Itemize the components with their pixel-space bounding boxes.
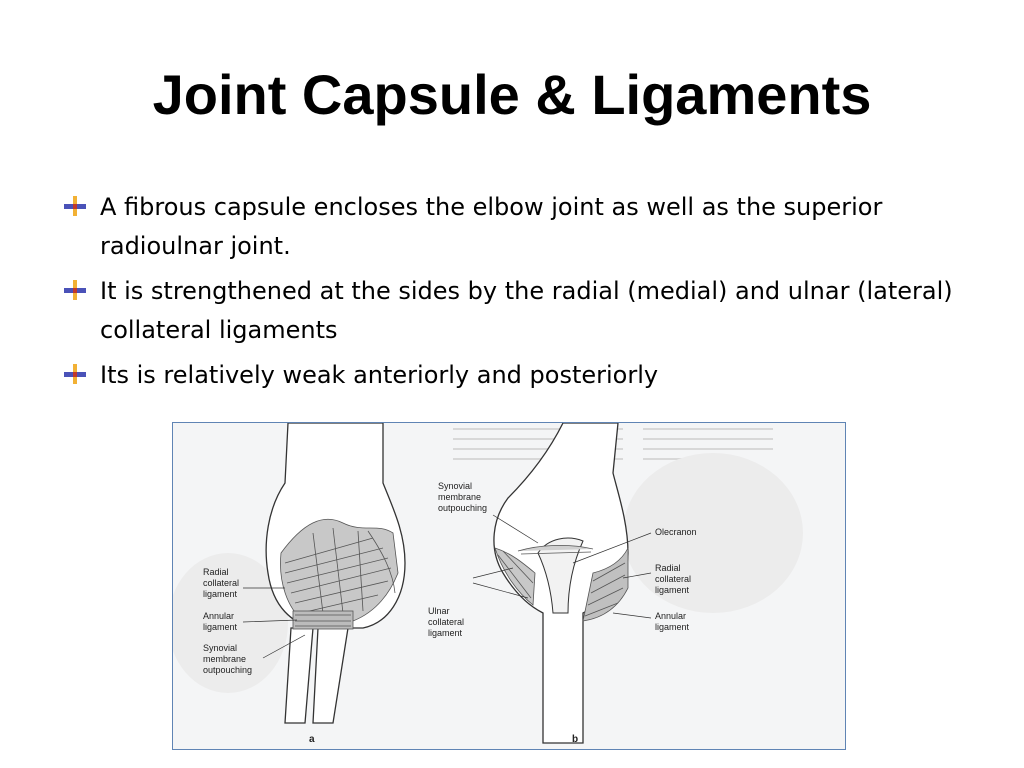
label-radial-collateral-a: Radial collateral ligament [203, 567, 242, 599]
bullet-item: A fibrous capsule encloses the elbow joi… [64, 188, 964, 266]
label-olecranon: Olecranon [655, 527, 697, 537]
panel-label-a: a [309, 734, 315, 745]
bullet-text: Its is relatively weak anteriorly and po… [100, 361, 659, 389]
bullet-text: A fibrous capsule encloses the elbow joi… [100, 193, 883, 260]
label-ulnar-collateral: Ulnar collateral ligament [428, 606, 467, 638]
bullet-icon [64, 364, 86, 384]
panel-label-b: b [572, 734, 578, 745]
bullet-icon [64, 280, 86, 300]
bullet-list: A fibrous capsule encloses the elbow joi… [64, 188, 964, 401]
figure-a-ligaments [280, 519, 399, 630]
label-annular-b: Annular ligament [655, 611, 690, 632]
label-synovial-b: Synovial membrane outpouching [438, 481, 487, 513]
slide-title: Joint Capsule & Ligaments [152, 63, 872, 126]
bullet-item: Its is relatively weak anteriorly and po… [64, 356, 964, 395]
bullet-text: It is strengthened at the sides by the r… [100, 277, 953, 344]
label-annular-a: Annular ligament [203, 611, 238, 632]
elbow-diagram: Radial collateral ligament Annular ligam… [173, 423, 803, 745]
bullet-icon [64, 196, 86, 216]
label-synovial-a: Synovial membrane outpouching [203, 643, 252, 675]
elbow-anatomy-figure: Radial collateral ligament Annular ligam… [172, 422, 846, 750]
label-radial-collateral-b: Radial collateral ligament [655, 563, 694, 595]
bullet-item: It is strengthened at the sides by the r… [64, 272, 964, 350]
figure-b-ligaments [494, 544, 629, 622]
figure-b-bones [493, 423, 629, 744]
